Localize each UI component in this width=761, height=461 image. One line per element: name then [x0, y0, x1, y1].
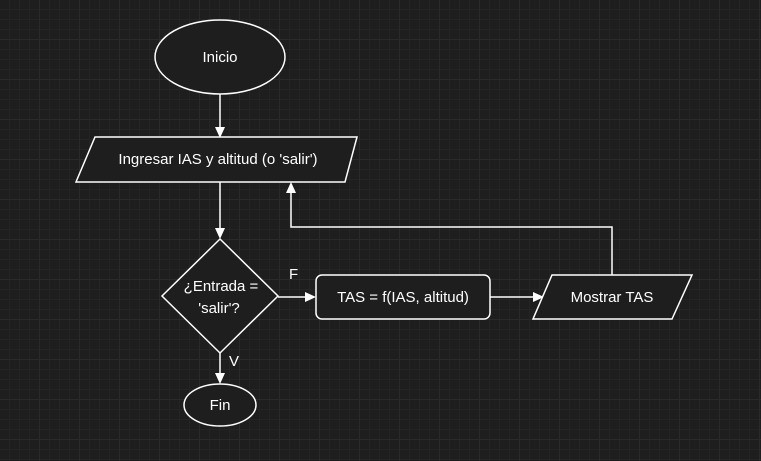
end-ellipse [183, 383, 257, 427]
process-label: TAS = f(IAS, altitud) [337, 289, 469, 306]
node-process[interactable]: TAS = f(IAS, altitud) [315, 274, 491, 320]
decision-label-line1: ¿Entrada = [184, 278, 259, 295]
decision-diamond [160, 237, 280, 355]
input-parallelogram [74, 136, 358, 183]
edge-label-true: V [229, 353, 239, 370]
start-ellipse [154, 19, 286, 95]
output-parallelogram [531, 274, 694, 320]
arrowhead-input-to-decision [215, 228, 225, 239]
start-label: Inicio [202, 49, 237, 66]
end-label: Fin [210, 397, 231, 414]
node-end[interactable]: Fin [183, 383, 257, 427]
process-rectangle [315, 274, 491, 320]
arrowhead-start-to-input [215, 127, 225, 138]
node-input[interactable]: Ingresar IAS y altitud (o 'salir') [74, 136, 358, 183]
arrowhead-decision-to-end [215, 373, 225, 384]
node-output[interactable]: Mostrar TAS [531, 274, 694, 320]
arrowhead-process-to-output [533, 292, 544, 302]
input-label: Ingresar IAS y altitud (o 'salir') [118, 151, 317, 168]
output-label: Mostrar TAS [571, 289, 654, 306]
edge-output-to-input-loop [290, 191, 613, 275]
arrowhead-decision-to-process [305, 292, 316, 302]
node-start[interactable]: Inicio [154, 19, 286, 95]
edges [215, 94, 613, 384]
decision-label-line2: 'salir'? [198, 300, 240, 317]
edge-label-false: F [289, 266, 298, 283]
arrowhead-output-to-input-loop [286, 182, 296, 193]
node-decision[interactable]: ¿Entrada = 'salir'? [160, 237, 280, 355]
